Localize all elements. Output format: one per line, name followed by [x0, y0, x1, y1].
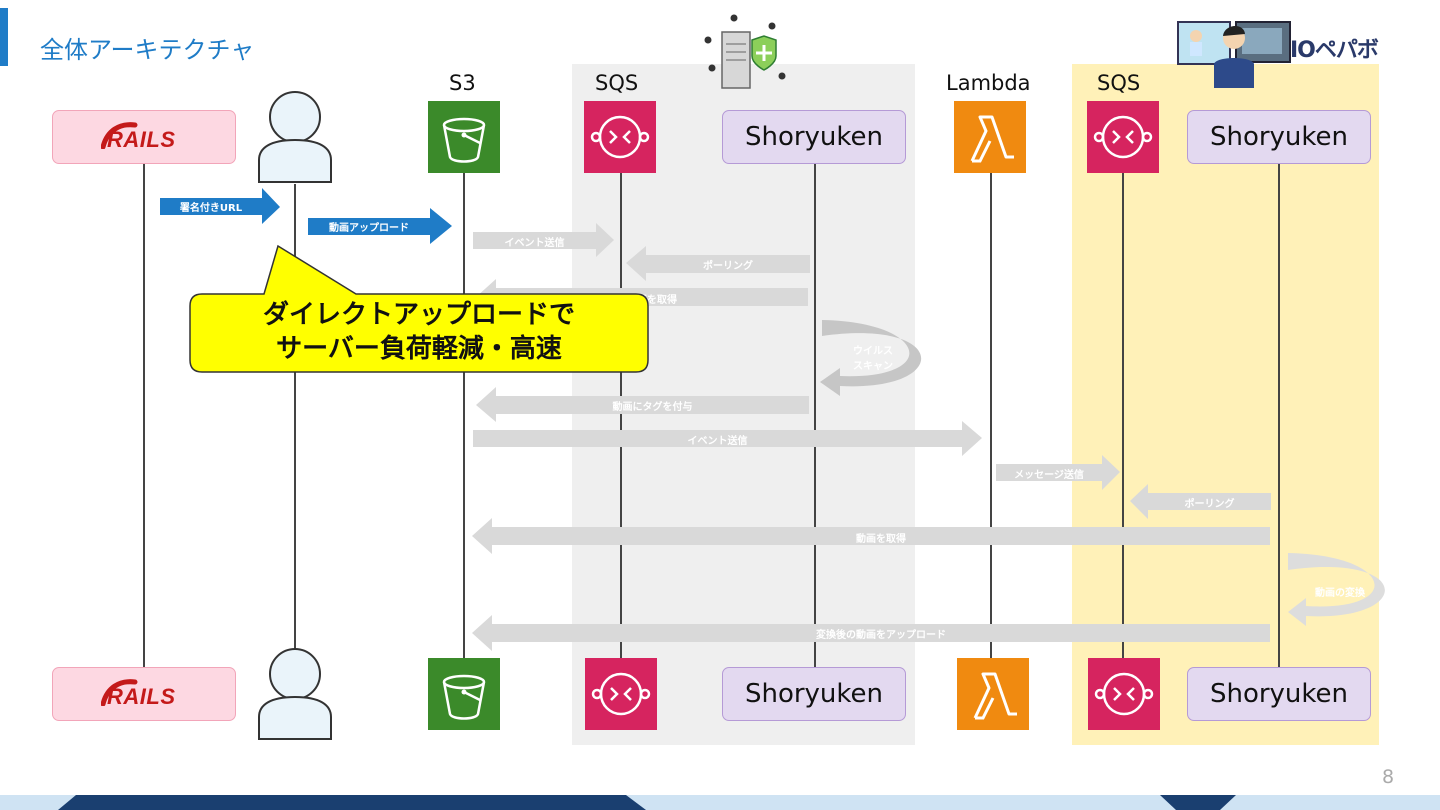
label-get2: 動画を取得 — [856, 534, 906, 545]
arrow-get2 — [472, 518, 1270, 554]
lifeline-sqs1 — [620, 173, 622, 659]
arrow-polling2 — [1130, 484, 1271, 519]
label-sqs1: SQS — [595, 71, 639, 95]
lifeline-sqs2 — [1122, 173, 1124, 659]
title-accent-bar — [0, 8, 8, 66]
lifeline-user — [294, 184, 296, 650]
shoryuken-box-top-1: Shoryuken — [722, 110, 906, 164]
sqs-queue-icon-top-2 — [1087, 101, 1159, 173]
sqs-queue-icon-top-1 — [584, 101, 656, 173]
shoryuken-box-bottom-2: Shoryuken — [1187, 667, 1371, 721]
label-convert: 動画の変換 — [1315, 588, 1365, 599]
rails-label: RAILS — [107, 127, 176, 152]
arrow-tag — [476, 387, 809, 422]
callout-line-2: サーバー負荷軽減・高速 — [276, 334, 562, 364]
company-logo-text: IOペパボ — [1290, 38, 1379, 63]
rails-box-top: RAILS — [52, 110, 236, 164]
lifeline-rails — [143, 164, 145, 668]
lifeline-shoryuken2 — [1278, 164, 1280, 668]
s3-bucket-icon-top — [428, 101, 500, 173]
presenter-illustration — [1177, 21, 1291, 88]
sqs-queue-icon-bottom-2 — [1088, 658, 1160, 730]
label-signed-url: 署名付きURL — [179, 203, 243, 214]
loop-virus-scan — [820, 320, 922, 396]
label-upload-converted: 変換後の動画をアップロード — [816, 630, 946, 641]
page-number: 8 — [1382, 766, 1395, 788]
label-get1: 動画を取得 — [627, 295, 677, 306]
s3-bucket-icon-bottom — [428, 658, 500, 730]
rails-box-bottom: RAILS — [52, 667, 236, 721]
shoryuken-box-top-2: Shoryuken — [1187, 110, 1371, 164]
slide-title: 全体アーキテクチャ — [40, 36, 255, 64]
rails-logo-icon — [101, 122, 138, 149]
shoryuken-box-bottom-1: Shoryuken — [722, 667, 906, 721]
label-polling2: ポーリング — [1184, 499, 1235, 510]
label-sqs2: SQS — [1097, 71, 1141, 95]
arrow-video-upload — [308, 208, 452, 244]
label-event2: イベント送信 — [687, 436, 748, 447]
virus-server-illustration — [704, 14, 786, 89]
label-event1: イベント送信 — [504, 238, 565, 249]
label-polling1: ポーリング — [703, 261, 753, 272]
arrow-upload-converted — [472, 615, 1270, 651]
arrow-event1 — [473, 223, 614, 257]
arrow-message-send — [996, 455, 1120, 490]
label-lambda: Lambda — [946, 71, 1031, 95]
user-person-icon-top — [258, 91, 332, 183]
rails-label: RAILS — [107, 684, 176, 709]
lifeline-lambda — [990, 173, 992, 659]
arrow-signed-url — [160, 188, 280, 224]
label-virus-scan: ウイルス スキャン — [853, 346, 893, 372]
callout-line-1: ダイレクトアップロードで — [262, 300, 575, 330]
callout-bubble — [189, 244, 649, 373]
label-s3: S3 — [449, 71, 476, 95]
loop-convert — [1288, 553, 1385, 626]
lambda-icon-top — [954, 101, 1026, 173]
footer-accent-shapes — [58, 795, 1236, 810]
arrow-polling1 — [626, 246, 810, 281]
lambda-icon-bottom — [957, 658, 1029, 730]
lifeline-shoryuken1 — [814, 164, 816, 668]
label-tag: 動画にタグを付与 — [612, 402, 693, 413]
label-video-upload: 動画アップロード — [329, 223, 409, 234]
lifeline-s3 — [463, 173, 465, 659]
arrow-event2 — [473, 421, 982, 456]
label-message-send: メッセージ送信 — [1014, 470, 1084, 481]
callout-text: ダイレクトアップロードで サーバー負荷軽減・高速 — [190, 298, 648, 366]
user-person-icon-bottom — [258, 648, 332, 740]
rails-logo-icon — [101, 679, 138, 706]
sqs-queue-icon-bottom-1 — [585, 658, 657, 730]
